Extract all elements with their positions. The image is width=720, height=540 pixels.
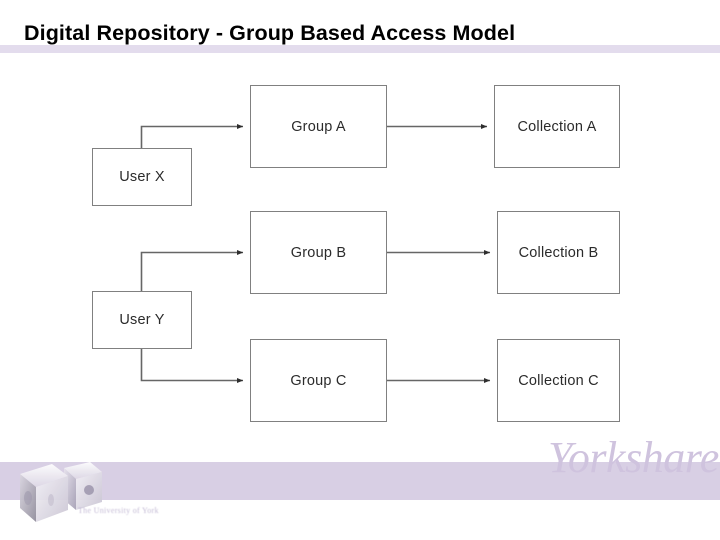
node-group-b[interactable]: Group B xyxy=(250,211,387,294)
node-label: Group B xyxy=(290,244,347,261)
node-label: Group C xyxy=(290,372,347,389)
node-collection-a[interactable]: Collection A xyxy=(494,85,620,168)
yorkshare-wordmark: Yorkshare xyxy=(548,433,719,482)
node-label: Collection C xyxy=(518,372,599,389)
footer-tagline: The University of York xyxy=(78,506,159,515)
node-collection-b[interactable]: Collection B xyxy=(497,211,620,294)
title-underline-bar xyxy=(0,45,720,53)
node-group-c[interactable]: Group C xyxy=(250,339,387,422)
node-label: User X xyxy=(119,169,165,185)
page-title: Digital Repository - Group Based Access … xyxy=(24,21,516,45)
edge-user-y-to-group-c xyxy=(140,349,244,384)
node-label: Collection B xyxy=(518,244,599,261)
node-label: User Y xyxy=(119,312,165,328)
node-label: Group A xyxy=(291,118,346,135)
node-user-y[interactable]: User Y xyxy=(92,291,192,349)
cubes-logo-icon xyxy=(20,462,102,522)
node-user-x[interactable]: User X xyxy=(92,148,192,206)
edge-user-y-to-group-b xyxy=(140,249,244,291)
title-block: Digital Repository - Group Based Access … xyxy=(0,18,720,58)
footer-band xyxy=(0,462,720,500)
node-collection-c[interactable]: Collection C xyxy=(497,339,620,422)
node-label: Collection A xyxy=(517,118,597,135)
node-group-a[interactable]: Group A xyxy=(250,85,387,168)
edge-user-x-to-group-a xyxy=(140,123,244,148)
